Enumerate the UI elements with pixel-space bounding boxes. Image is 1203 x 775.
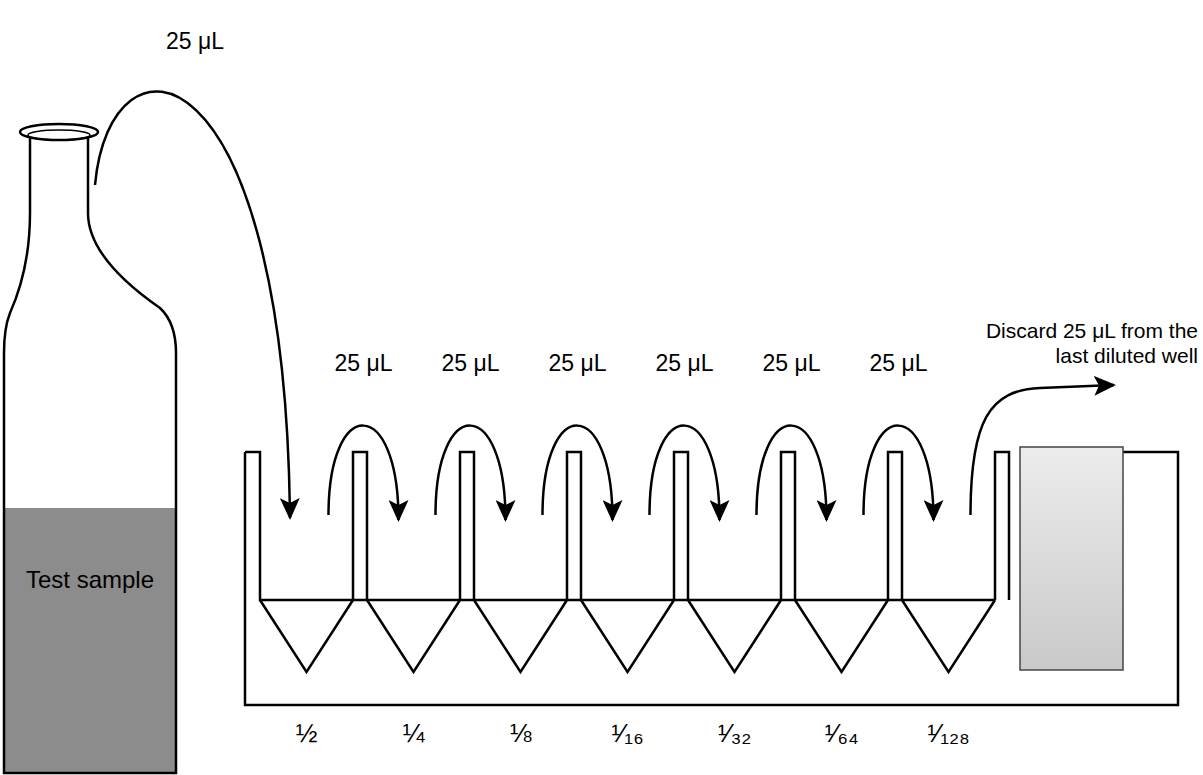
volume-label: 25 μL <box>869 350 927 378</box>
dilution-fraction: ¼ <box>403 718 425 749</box>
volume-label: 25 μL <box>441 350 499 378</box>
volume-label: 25 μL <box>548 350 606 378</box>
cover-block <box>1020 447 1123 670</box>
dilution-fraction: ¹⁄₆₄ <box>824 718 858 749</box>
well-divider <box>674 452 688 600</box>
well-cone <box>260 600 353 672</box>
transfer-arrow <box>436 426 506 520</box>
discard-arrow <box>971 385 1115 515</box>
well-divider <box>460 452 474 600</box>
transfer-arrow <box>864 426 934 520</box>
transfer-arrow <box>329 426 399 520</box>
well-cone <box>367 600 460 672</box>
dilution-fraction: ¹⁄₁₂₈ <box>927 718 970 749</box>
dilution-fraction: ½ <box>296 718 318 749</box>
well-divider <box>353 452 367 600</box>
bottle-body <box>4 138 176 773</box>
transfer-arrow <box>650 426 720 520</box>
transfer-arrow <box>543 426 613 520</box>
sample-bottle: Test sample <box>0 118 180 775</box>
transfer-arrow <box>95 91 290 518</box>
dilution-fraction: ¹⁄₁₆ <box>611 718 643 749</box>
well-cone <box>902 600 995 672</box>
well-divider <box>995 452 1009 600</box>
transfer-arrow <box>757 426 827 520</box>
well-cone <box>581 600 674 672</box>
dilution-fraction: ⅛ <box>510 718 532 749</box>
volume-label: 25 μL <box>655 350 713 378</box>
bottle-outline <box>0 118 180 775</box>
well-cone <box>474 600 567 672</box>
volume-label: 25 μL <box>166 28 224 56</box>
plate-rim <box>245 452 995 600</box>
well-group <box>260 452 1009 672</box>
well-divider <box>888 452 902 600</box>
volume-label: 25 μL <box>762 350 820 378</box>
volume-label: 25 μL <box>334 350 392 378</box>
well-divider <box>781 452 795 600</box>
sample-liquid <box>0 508 180 775</box>
dilution-fraction: ¹⁄₃₂ <box>718 718 752 749</box>
discard-note: Discard 25 μL from the last diluted well <box>976 318 1198 368</box>
bottle-label: Test sample <box>20 566 160 595</box>
bottle-rim <box>20 124 98 140</box>
well-divider <box>567 452 581 600</box>
bottle-mouth <box>28 130 90 140</box>
well-cone <box>688 600 781 672</box>
transfer-arrows <box>95 91 1114 520</box>
well-cone <box>795 600 888 672</box>
